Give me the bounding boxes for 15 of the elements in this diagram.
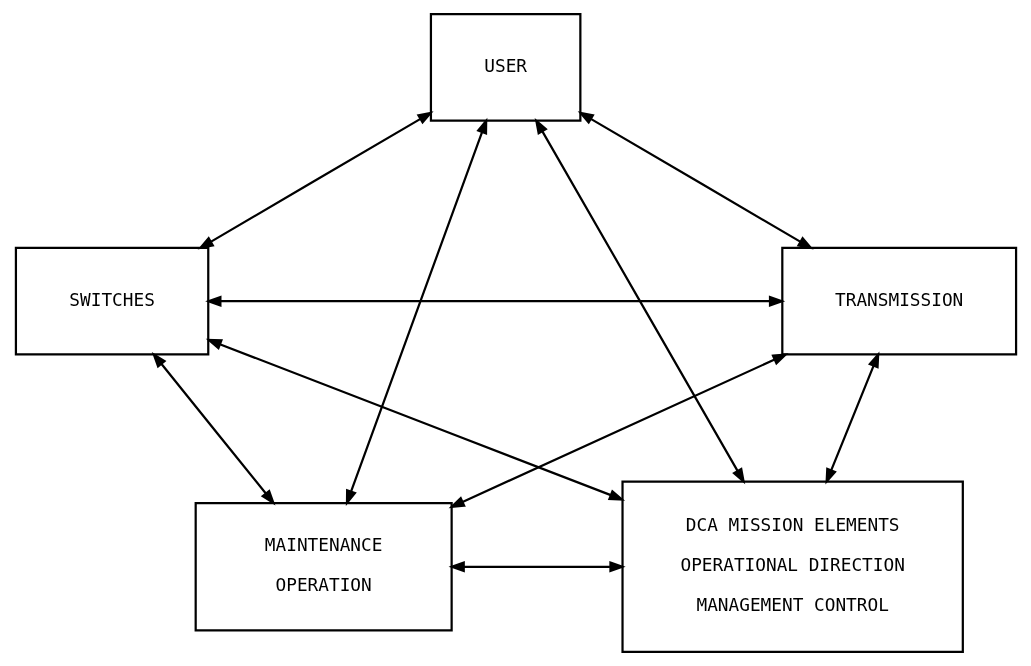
arrow [534, 117, 745, 485]
arrow [204, 295, 785, 307]
node-box: SWITCHES [14, 246, 209, 356]
arrow [824, 351, 879, 485]
arrow [577, 111, 814, 250]
arrow [448, 353, 789, 509]
arrow [205, 338, 625, 501]
node-box: TRANSMISSION [780, 246, 1017, 356]
arrow [197, 111, 434, 250]
arrow [448, 561, 626, 573]
node-box: USER [429, 13, 581, 122]
arrow [151, 351, 275, 506]
arrow [345, 117, 487, 506]
node-box: DCA MISSION ELEMENTS OPERATIONAL DIRECTION MANAGEMENT CONTROL [620, 480, 964, 653]
node-box: MAINTENANCE OPERATION [194, 502, 453, 632]
